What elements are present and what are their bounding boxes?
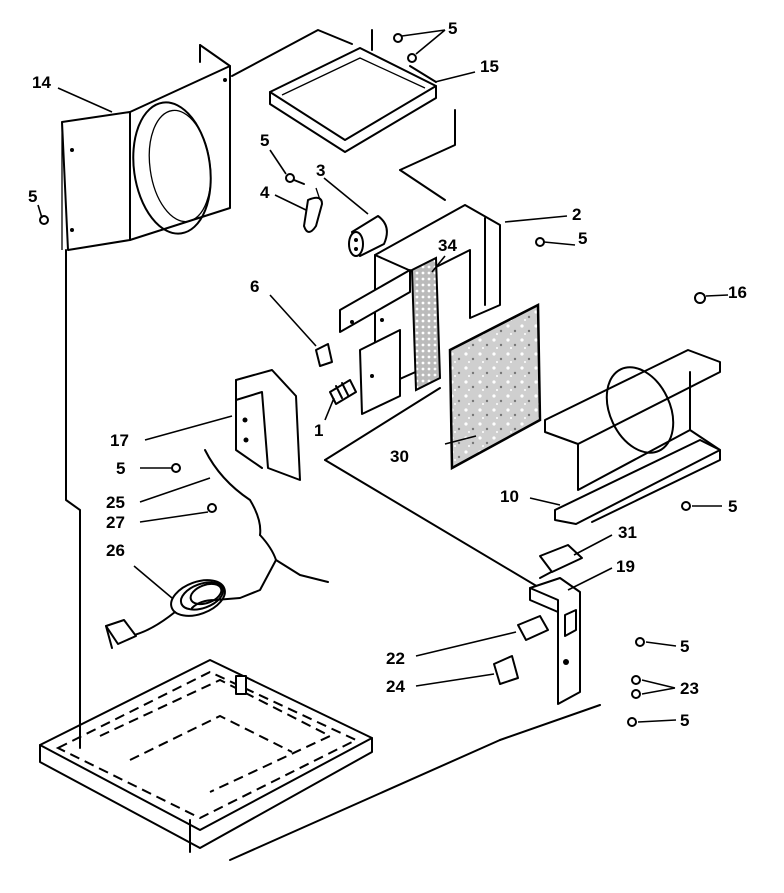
callout-17: 17: [110, 431, 129, 450]
callout-31: 31: [618, 523, 637, 542]
assembly-outline-lines: [65, 29, 601, 861]
callout-26: 26: [106, 541, 125, 560]
callout-15: 15: [480, 57, 499, 76]
callout-5-bracket: 5: [680, 637, 689, 656]
callout-5-blower: 5: [728, 497, 737, 516]
clip-part-6: [315, 343, 333, 367]
callout-14: 14: [32, 73, 51, 92]
callout-5-right-top: 5: [578, 229, 587, 248]
callout-27: 27: [106, 513, 125, 532]
screw-part-5-c: [285, 173, 305, 185]
callout-4: 4: [260, 183, 270, 202]
callout-25: 25: [106, 493, 125, 512]
filter-strip-part-34: [410, 256, 442, 392]
callout-34: 34: [438, 236, 457, 255]
mesh-filter-part-30: [448, 302, 542, 471]
control-bracket-part-19: [529, 577, 581, 705]
callout-19: 19: [616, 557, 635, 576]
blower-base-part-10: [554, 439, 721, 525]
callout-16: 16: [728, 283, 747, 302]
leader-lines: [37, 29, 729, 723]
knob-part-31: [539, 544, 583, 573]
callout-6: 6: [250, 277, 259, 296]
blower-housing-part-16: [544, 349, 721, 523]
callout-30: 30: [390, 447, 409, 466]
callout-10: 10: [500, 487, 519, 506]
front-panel-part-14: [61, 44, 231, 251]
callout-5-left: 5: [28, 187, 37, 206]
callout-1: 1: [314, 421, 323, 440]
callout-5-bottom: 5: [680, 711, 689, 730]
callout-5-top: 5: [448, 19, 457, 38]
callout-5-capacitor: 5: [260, 131, 269, 150]
switch-part-22: [517, 615, 549, 641]
callout-24: 24: [386, 677, 405, 696]
control-box-part-2: [339, 204, 501, 415]
base-pan: [39, 659, 373, 853]
callout-numbers: 14 5 15 5 3 4 5 2 5 34 6 16 1 17 5 30 25…: [28, 19, 747, 730]
callout-23: 23: [680, 679, 699, 698]
capacitor-part-3: [348, 215, 388, 257]
callout-2: 2: [572, 205, 581, 224]
callout-22: 22: [386, 649, 405, 668]
callout-5-mid-left: 5: [116, 459, 125, 478]
side-panel-part-17: [235, 369, 301, 481]
bracket-part-4: [303, 187, 323, 233]
switch-part-24: [493, 655, 519, 685]
relay-part-1: [329, 379, 357, 405]
screws: [39, 33, 706, 727]
top-tray-part-15: [269, 29, 437, 153]
power-cord-part-26: [105, 449, 329, 649]
callout-3: 3: [316, 161, 325, 180]
